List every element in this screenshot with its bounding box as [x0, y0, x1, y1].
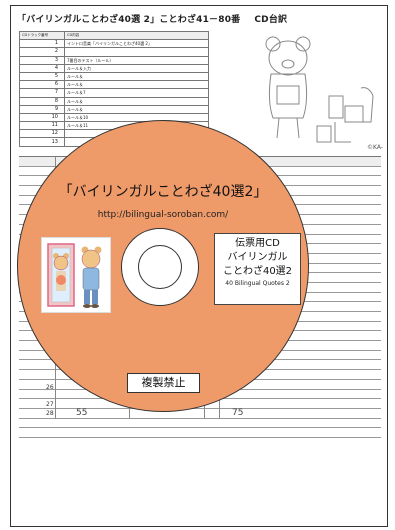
bear-mirror-icon — [47, 243, 102, 308]
row-value: 55 — [76, 408, 88, 418]
table-row — [19, 419, 381, 429]
track-number: 2 — [19, 47, 65, 57]
track-number: 9 — [19, 104, 65, 114]
row-number: 26 — [46, 384, 54, 391]
track-number: 4 — [19, 63, 65, 73]
track-number: 3 — [19, 55, 65, 65]
bear-illustration — [265, 36, 374, 143]
credit-text: ©KA- — [367, 144, 383, 151]
row-value: 75 — [232, 408, 244, 418]
label-line-1: 伝票用CD — [235, 238, 280, 249]
track-content: ルール＆入力 — [64, 63, 209, 73]
track-number: 1 — [19, 39, 65, 49]
row-number: 28 — [46, 410, 54, 417]
track-content: イントロ音楽「バイリンガルことわざ40選 2」 — [64, 39, 209, 49]
track-header-content: CD内容 — [64, 30, 209, 41]
sheet-title: 「バイリンガルことわざ40選 2」ことわざ41－80番 CD台訳 — [17, 12, 287, 25]
label-line-3: ことわざ40選2 — [222, 266, 293, 277]
track-content: ルール＆ — [64, 80, 209, 90]
track-number: 11 — [19, 121, 65, 131]
track-content: ルール＆ — [64, 96, 209, 106]
track-header-number: CDトラック番号 — [19, 30, 65, 41]
cd-disc: 「バイリンガルことわざ40選2」 http://bilingual-soroba… — [17, 120, 309, 412]
track-content: ルール＆10 — [64, 112, 209, 123]
track-content: ルール＆7 — [64, 88, 209, 98]
track-number: 5 — [19, 71, 65, 82]
label-subtitle: 40 Bilingual Quotes 2 — [225, 280, 290, 287]
sheet-title-text: 「バイリンガルことわざ40選 2」ことわざ41－80番 — [17, 15, 241, 25]
disc-label-box: 伝票用CD バイリンガル ことわざ40選2 40 Bilingual Quote… — [214, 233, 301, 305]
disc-center-hole — [138, 245, 182, 289]
copy-prohibited-notice: 複製禁止 — [127, 373, 200, 393]
table-row — [19, 409, 381, 419]
row-number: 27 — [46, 401, 54, 408]
track-content — [64, 47, 209, 57]
track-number: 12 — [19, 129, 65, 139]
track-content: ルール＆ — [64, 104, 209, 114]
sheet-subtitle: CD台訳 — [254, 15, 288, 25]
track-number: 10 — [19, 112, 65, 123]
track-number: 6 — [19, 80, 65, 90]
disc-title: 「バイリンガルことわざ40選2」 — [58, 184, 268, 200]
bear-mirror-image — [41, 237, 111, 313]
disc-hub-ring — [121, 228, 199, 306]
table-row: 2 — [19, 47, 209, 57]
track-content: ルール＆ — [64, 71, 209, 82]
table-row — [19, 399, 381, 409]
table-row — [19, 428, 381, 438]
disc-url: http://bilingual-soroban.com/ — [97, 210, 229, 220]
track-number: 7 — [19, 88, 65, 98]
label-line-2: バイリンガル — [227, 252, 288, 263]
track-number: 13 — [19, 137, 65, 147]
track-content: 7番目のテスト（ルール） — [64, 55, 209, 65]
track-table-header: CDトラック番号 CD内容 — [19, 30, 209, 41]
track-number: 8 — [19, 96, 65, 106]
